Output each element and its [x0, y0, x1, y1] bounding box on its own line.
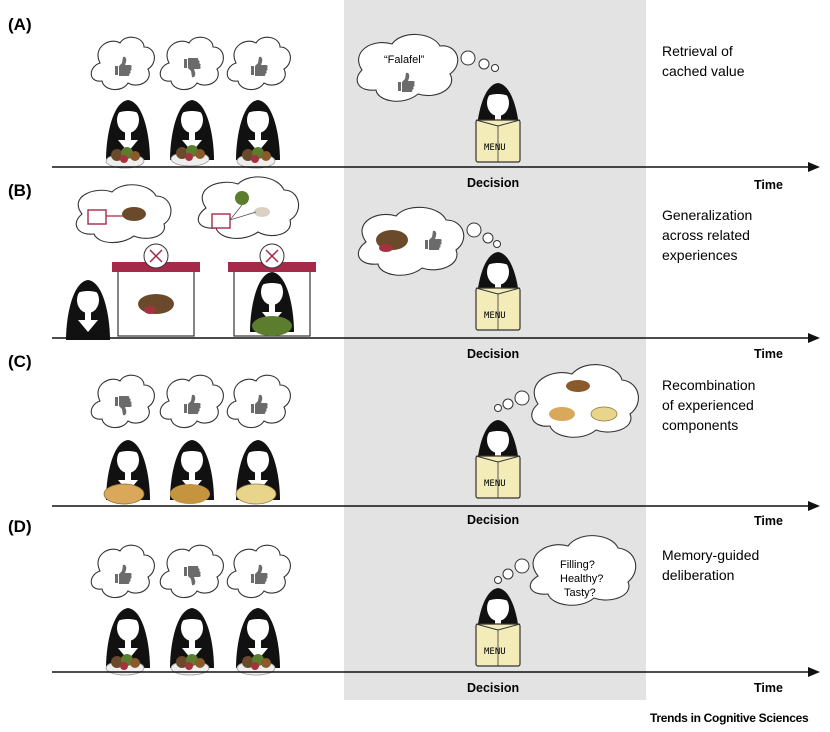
- restaurant-stall: [112, 243, 200, 337]
- panel-c: (C) MENU Recombination of experienced co…: [8, 352, 820, 528]
- time-label: Time: [754, 178, 783, 192]
- panel-c-description-line: Recombination: [662, 377, 755, 393]
- pita-bread: [103, 483, 145, 505]
- panel-a: (A) “Falafel” MENU Retrieval of cached v…: [8, 15, 820, 192]
- decision-label: Decision: [467, 513, 519, 527]
- time-label: Time: [754, 347, 783, 361]
- panel-d-letter: (D): [8, 517, 32, 536]
- panel-b-description-line: experiences: [662, 247, 738, 263]
- decision-thought: Filling? Healthy? Tasty?: [494, 535, 637, 606]
- decision-label: Decision: [467, 347, 519, 361]
- panel-a-description-line: Retrieval of: [662, 43, 733, 59]
- menu-label: MENU: [484, 647, 506, 657]
- panel-d-description-line: deliberation: [662, 567, 734, 583]
- bubble-text: Tasty?: [564, 587, 596, 599]
- bubble-text: Healthy?: [560, 573, 603, 585]
- menu-icon: [475, 455, 521, 499]
- memory-cloud: [197, 176, 300, 239]
- decision-label: Decision: [467, 176, 519, 190]
- menu-icon: [475, 119, 521, 163]
- salad-bowl: [252, 316, 292, 336]
- bubble-text: Filling?: [560, 559, 595, 571]
- panel-d-description-line: Memory-guided: [662, 547, 759, 563]
- chickpea-bowl: [170, 484, 210, 504]
- panel-b-description-line: across related: [662, 227, 750, 243]
- decision-thought: [357, 206, 501, 276]
- menu-label: MENU: [484, 311, 506, 321]
- decision-thought: [494, 364, 639, 438]
- panel-a-description-line: cached value: [662, 63, 745, 79]
- hummus-bowl: [235, 483, 277, 505]
- panel-d: (D) Filling? Healthy? Tasty? MENU Memory…: [8, 517, 820, 695]
- panel-b-description-line: Generalization: [662, 207, 752, 223]
- bubble-text: “Falafel”: [384, 54, 425, 66]
- decision-label: Decision: [467, 681, 519, 695]
- panel-c-description-line: components: [662, 417, 738, 433]
- panel-b-letter: (B): [8, 181, 32, 200]
- journal-credit: Trends in Cognitive Sciences: [650, 711, 809, 725]
- menu-icon: [475, 287, 521, 331]
- decision-thought: “Falafel”: [356, 33, 499, 102]
- menu-label: MENU: [484, 479, 506, 489]
- panel-b: (B): [8, 176, 820, 361]
- panel-c-letter: (C): [8, 352, 32, 371]
- time-label: Time: [754, 514, 783, 528]
- menu-label: MENU: [484, 143, 506, 153]
- time-label: Time: [754, 681, 783, 695]
- person-icon: [66, 280, 110, 340]
- menu-icon: [475, 623, 521, 667]
- panel-a-letter: (A): [8, 15, 32, 34]
- panel-c-description-line: of experienced: [662, 397, 754, 413]
